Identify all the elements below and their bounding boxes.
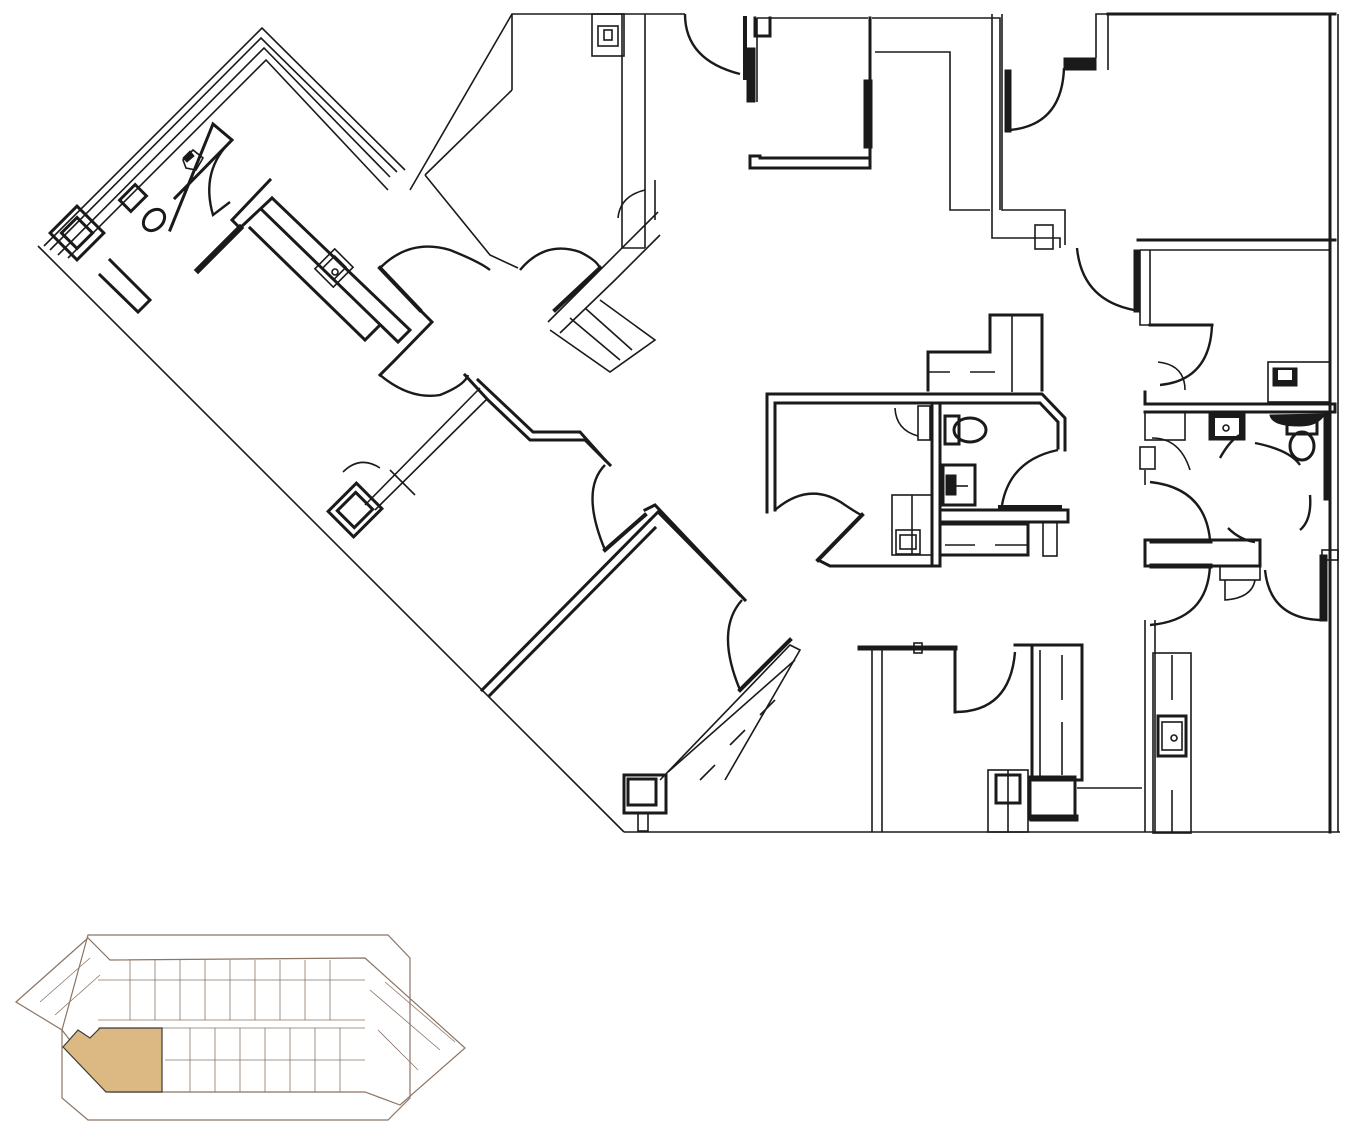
sink-icon	[591, 13, 625, 57]
counter-sw	[659, 644, 802, 781]
key-plan	[14, 934, 466, 1121]
toilet-icon	[1269, 413, 1326, 462]
ne-office	[991, 13, 1141, 313]
sink-icon	[1152, 652, 1192, 834]
sink-icon	[1267, 361, 1331, 403]
column-icon	[48, 204, 106, 262]
column-icon	[622, 773, 668, 832]
nw-wing	[48, 121, 413, 345]
column-icon	[326, 481, 384, 539]
water-heater-icon	[182, 148, 205, 171]
corridor-doors-north	[377, 211, 661, 397]
highlighted-suite	[62, 1027, 163, 1093]
kitchen-counter	[247, 195, 413, 345]
toilet-icon	[117, 182, 167, 233]
sink-icon	[987, 769, 1029, 833]
sink-icon	[941, 463, 977, 507]
south-rooms	[857, 642, 1142, 833]
sink-icon	[331, 268, 339, 276]
sw-offices	[326, 372, 802, 832]
toilet-icon	[943, 414, 988, 446]
north-offices	[409, 13, 1001, 269]
stair-icon	[549, 299, 657, 373]
restroom-core	[765, 313, 1070, 568]
sink-icon	[895, 529, 921, 555]
key-plan-rooms	[39, 957, 456, 1092]
east-wing	[1136, 238, 1339, 834]
